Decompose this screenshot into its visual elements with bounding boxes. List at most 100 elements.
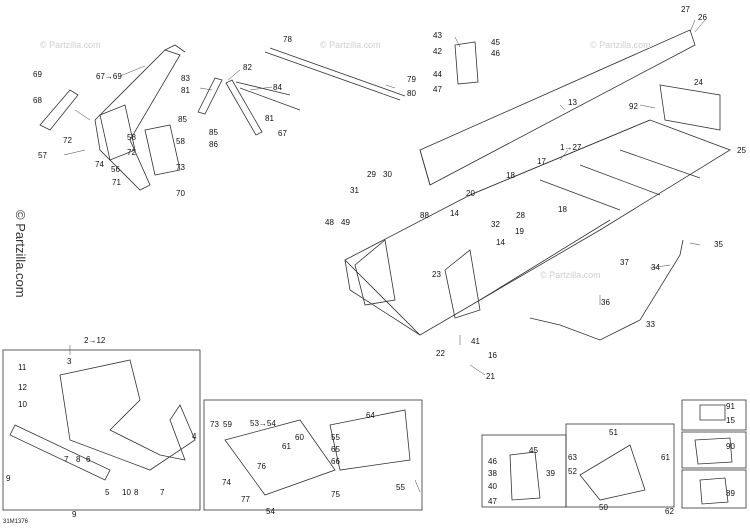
callout-81[interactable]: 81 <box>181 86 190 95</box>
callout-1-27[interactable]: 1→27 <box>560 143 582 152</box>
callout-48[interactable]: 48 <box>325 218 334 227</box>
callout-11[interactable]: 11 <box>18 363 27 372</box>
callout-34[interactable]: 34 <box>651 263 660 272</box>
callout-14[interactable]: 14 <box>450 209 459 218</box>
callout-17[interactable]: 17 <box>537 157 546 166</box>
callout-92[interactable]: 92 <box>629 102 638 111</box>
callout-73b[interactable]: 73 <box>210 420 219 429</box>
callout-77[interactable]: 77 <box>241 495 250 504</box>
callout-79[interactable]: 79 <box>407 75 416 84</box>
callout-7[interactable]: 7 <box>64 455 69 464</box>
callout-69[interactable]: 69 <box>33 70 42 79</box>
callout-85b[interactable]: 85 <box>209 128 218 137</box>
callout-41[interactable]: 41 <box>471 337 480 346</box>
callout-60[interactable]: 60 <box>295 433 304 442</box>
callout-49[interactable]: 49 <box>341 218 350 227</box>
callout-37[interactable]: 37 <box>620 258 629 267</box>
callout-26[interactable]: 26 <box>698 13 707 22</box>
callout-83[interactable]: 83 <box>181 74 190 83</box>
callout-91[interactable]: 91 <box>726 402 735 411</box>
callout-74b[interactable]: 74 <box>222 478 231 487</box>
callout-16[interactable]: 16 <box>488 351 497 360</box>
callout-45[interactable]: 45 <box>491 38 500 47</box>
callout-84[interactable]: 84 <box>273 83 282 92</box>
callout-82[interactable]: 82 <box>243 63 252 72</box>
callout-59[interactable]: 59 <box>223 420 232 429</box>
callout-71[interactable]: 71 <box>112 178 121 187</box>
callout-24[interactable]: 24 <box>694 78 703 87</box>
callout-88[interactable]: 88 <box>420 211 429 220</box>
callout-73[interactable]: 73 <box>176 163 185 172</box>
callout-40[interactable]: 40 <box>488 482 497 491</box>
callout-45b[interactable]: 45 <box>529 446 538 455</box>
callout-21[interactable]: 21 <box>486 372 495 381</box>
callout-5[interactable]: 5 <box>105 488 110 497</box>
callout-8[interactable]: 8 <box>76 455 81 464</box>
callout-67[interactable]: 67 <box>278 129 287 138</box>
callout-31[interactable]: 31 <box>350 186 359 195</box>
callout-12[interactable]: 12 <box>18 383 27 392</box>
callout-50[interactable]: 50 <box>599 503 608 512</box>
callout-39[interactable]: 39 <box>546 469 555 478</box>
callout-30[interactable]: 30 <box>383 170 392 179</box>
callout-13[interactable]: 13 <box>568 98 577 107</box>
callout-80[interactable]: 80 <box>407 89 416 98</box>
callout-10[interactable]: 10 <box>18 400 27 409</box>
callout-58b[interactable]: 58 <box>176 137 185 146</box>
callout-28[interactable]: 28 <box>516 211 525 220</box>
callout-38[interactable]: 38 <box>488 469 497 478</box>
callout-25[interactable]: 25 <box>737 146 746 155</box>
callout-85[interactable]: 85 <box>178 115 187 124</box>
callout-46b[interactable]: 46 <box>488 457 497 466</box>
callout-27[interactable]: 27 <box>681 5 690 14</box>
callout-32[interactable]: 32 <box>491 220 500 229</box>
callout-75[interactable]: 75 <box>331 490 340 499</box>
callout-10b[interactable]: 10 <box>122 488 131 497</box>
callout-81b[interactable]: 81 <box>265 114 274 123</box>
callout-19[interactable]: 19 <box>515 227 524 236</box>
callout-29[interactable]: 29 <box>367 170 376 179</box>
callout-74[interactable]: 74 <box>95 160 104 169</box>
callout-8b[interactable]: 8 <box>134 488 139 497</box>
callout-61[interactable]: 61 <box>282 442 291 451</box>
callout-47[interactable]: 47 <box>433 85 442 94</box>
callout-4[interactable]: 4 <box>192 432 197 441</box>
callout-22[interactable]: 22 <box>436 349 445 358</box>
callout-72b[interactable]: 72 <box>127 148 136 157</box>
callout-72[interactable]: 72 <box>63 136 72 145</box>
callout-18b[interactable]: 18 <box>558 205 567 214</box>
callout-63[interactable]: 63 <box>568 453 577 462</box>
callout-57[interactable]: 57 <box>38 151 47 160</box>
callout-90[interactable]: 90 <box>726 442 735 451</box>
callout-14b[interactable]: 14 <box>496 238 505 247</box>
callout-46[interactable]: 46 <box>491 49 500 58</box>
callout-52[interactable]: 52 <box>568 467 577 476</box>
callout-62[interactable]: 62 <box>665 507 674 516</box>
callout-42[interactable]: 42 <box>433 47 442 56</box>
callout-65[interactable]: 65 <box>331 445 340 454</box>
callout-70[interactable]: 70 <box>176 189 185 198</box>
callout-15[interactable]: 15 <box>726 416 735 425</box>
callout-35[interactable]: 35 <box>714 240 723 249</box>
callout-51[interactable]: 51 <box>609 428 618 437</box>
callout-67-69[interactable]: 67→69 <box>96 72 122 81</box>
callout-53-54[interactable]: 53→54 <box>250 419 276 428</box>
callout-89[interactable]: 89 <box>726 489 735 498</box>
callout-61b[interactable]: 61 <box>661 453 670 462</box>
callout-44[interactable]: 44 <box>433 70 442 79</box>
callout-55[interactable]: 55 <box>331 433 340 442</box>
callout-58[interactable]: 58 <box>127 133 136 142</box>
callout-23[interactable]: 23 <box>432 270 441 279</box>
callout-86[interactable]: 86 <box>209 140 218 149</box>
callout-20[interactable]: 20 <box>466 189 475 198</box>
callout-3[interactable]: 3 <box>67 357 72 366</box>
callout-55b[interactable]: 55 <box>396 483 405 492</box>
callout-33[interactable]: 33 <box>646 320 655 329</box>
callout-56[interactable]: 56 <box>111 165 120 174</box>
callout-47b[interactable]: 47 <box>488 497 497 506</box>
callout-66[interactable]: 66 <box>331 457 340 466</box>
callout-2-12[interactable]: 2→12 <box>84 336 106 345</box>
callout-76[interactable]: 76 <box>257 462 266 471</box>
callout-7b[interactable]: 7 <box>160 488 165 497</box>
callout-54[interactable]: 54 <box>266 507 275 516</box>
